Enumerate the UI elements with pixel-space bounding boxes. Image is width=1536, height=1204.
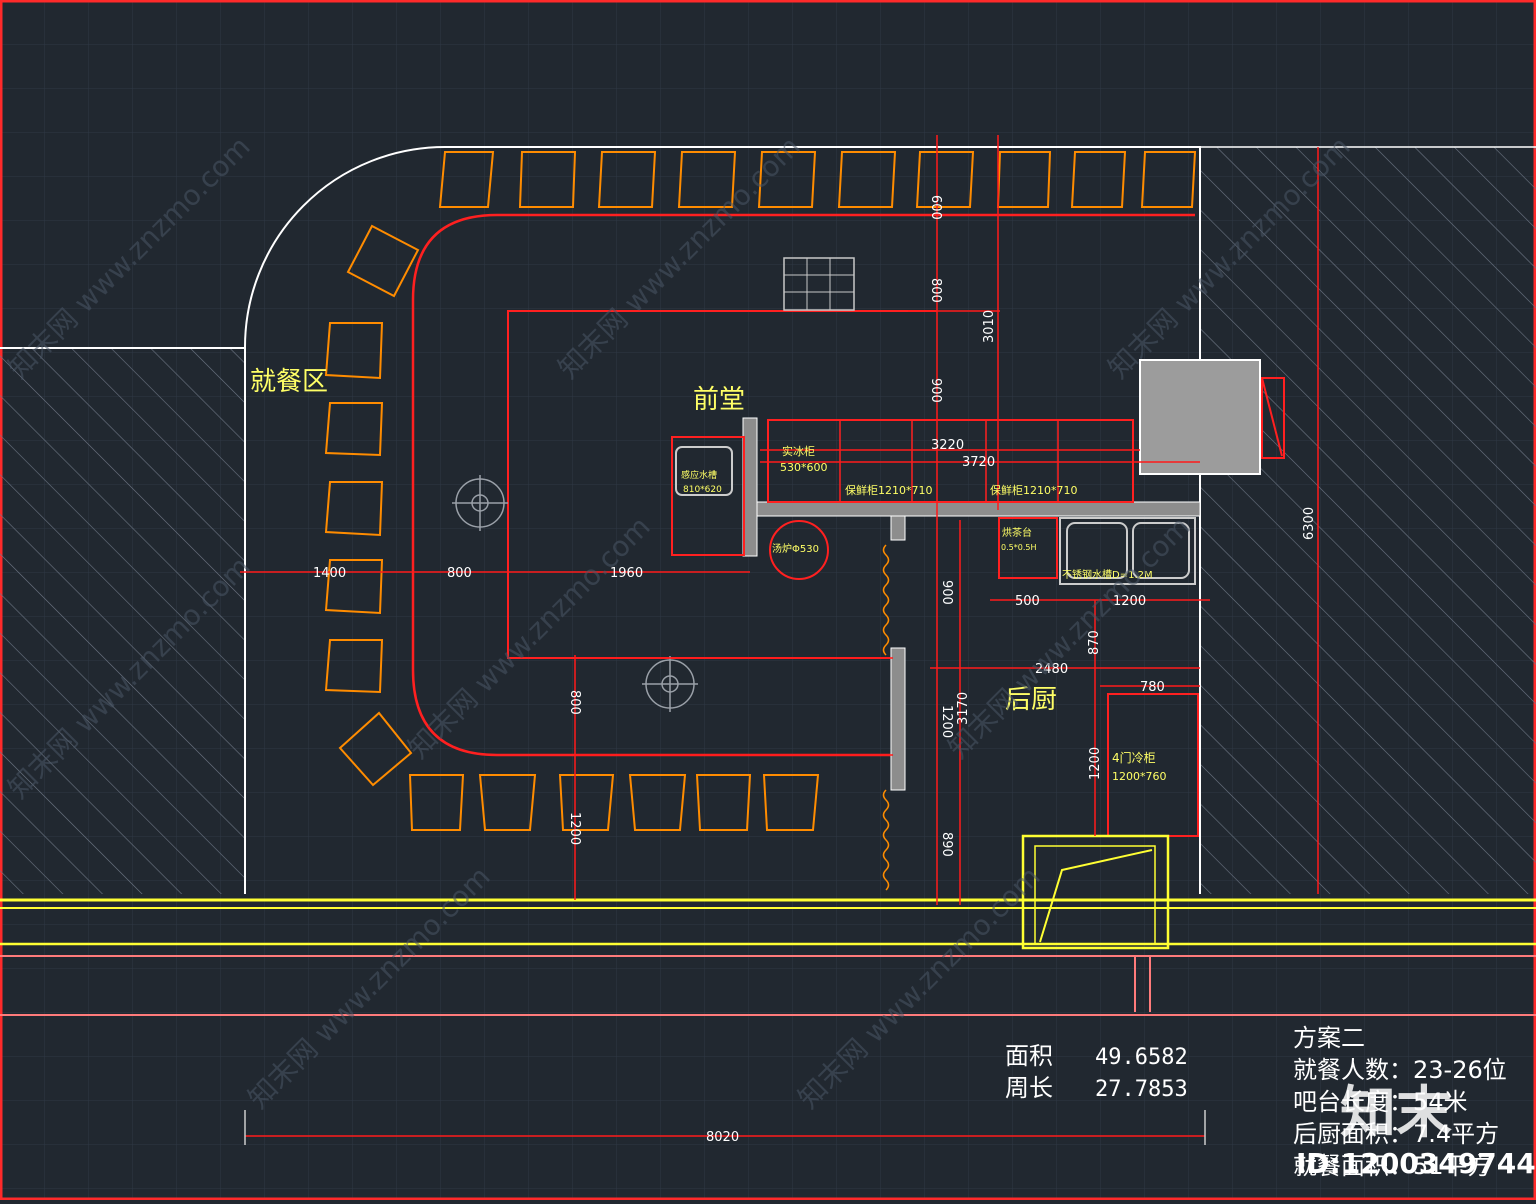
dim-600: 600 <box>928 195 943 220</box>
dimension-lines <box>240 135 1319 1145</box>
dim-3720: 3720 <box>962 455 995 470</box>
pendant-light-1 <box>452 475 508 531</box>
area-value: 49.6582 <box>1095 1045 1188 1070</box>
chair-left-2[interactable] <box>324 402 384 457</box>
chair-bottom-4[interactable] <box>628 774 687 831</box>
label-prep-1: 烘茶台 <box>1002 526 1032 539</box>
label-stove: 汤炉Φ530 <box>772 542 819 555</box>
pendant-light-2 <box>642 656 698 712</box>
dim-1200-v2: 1200 <box>1088 747 1103 780</box>
scheme-title: 方案二 <box>1293 1024 1365 1052</box>
entrance-step <box>1134 956 1151 1012</box>
chair-top-5[interactable] <box>757 151 817 208</box>
chair-top-1[interactable] <box>438 151 495 208</box>
back-counter <box>767 419 1134 503</box>
dim-6300: 6300 <box>1302 507 1317 540</box>
label-fresh-cabinet-b: 保鲜柜1210*710 <box>990 483 1078 497</box>
label-dining-area: 就餐区 <box>250 367 328 397</box>
dim-800-mid: 800 <box>447 566 472 581</box>
dim-500: 500 <box>1015 594 1040 609</box>
chair-bottom-2[interactable] <box>478 774 537 831</box>
dim-3010: 3010 <box>982 310 997 343</box>
chair-top-6[interactable] <box>837 151 897 208</box>
dim-890: 890 <box>939 832 954 857</box>
chair-left-1[interactable] <box>324 322 384 380</box>
window-grid <box>783 257 855 311</box>
chair-top-7[interactable] <box>915 151 975 208</box>
label-front-hall: 前堂 <box>693 385 745 415</box>
partition-wall-c <box>890 515 906 541</box>
dim-800-left: 800 <box>567 690 582 715</box>
label-fridge-2: 1200*760 <box>1112 770 1167 783</box>
chair-top-2[interactable] <box>518 151 577 208</box>
chair-bottom-5[interactable] <box>695 774 752 831</box>
building-outline <box>243 146 1201 894</box>
label-back-kitchen: 后厨 <box>1005 685 1057 715</box>
equipment-outlines <box>671 359 1285 837</box>
label-fresh-cabinet-a: 保鲜柜1210*710 <box>845 483 933 497</box>
chair-corner-top[interactable] <box>346 224 420 298</box>
dim-1200-h: 1200 <box>1113 594 1146 609</box>
chair-bottom-3[interactable] <box>558 774 615 831</box>
dim-800-top: 800 <box>928 278 943 303</box>
perimeter-value: 27.7853 <box>1095 1077 1188 1102</box>
partition-wall-a <box>742 417 758 557</box>
label-sink-2: 810*620 <box>683 485 722 495</box>
hatch-left <box>0 348 245 894</box>
steel-sink-body <box>1059 517 1196 585</box>
kitchen-curtain-upper <box>882 544 890 656</box>
perimeter-label: 周长 <box>1005 1074 1053 1102</box>
scheme-seats: 就餐人数：23-26位 <box>1293 1056 1507 1084</box>
dim-1960: 1960 <box>610 566 643 581</box>
image-id: ID:1200349744 <box>1296 1147 1536 1180</box>
prep-table <box>998 517 1058 579</box>
hatch-right <box>1200 147 1536 894</box>
chair-left-5[interactable] <box>324 639 384 694</box>
chair-bottom-1[interactable] <box>408 774 465 831</box>
sink-cabinet <box>671 436 745 556</box>
label-drink-counter-2: 530*600 <box>780 461 828 474</box>
label-drink-counter-1: 实冰柜 <box>782 444 815 458</box>
bar-counter-outer <box>411 213 1195 757</box>
column-bracket <box>1261 377 1285 459</box>
chairs <box>324 151 1197 831</box>
chair-top-3[interactable] <box>597 151 657 208</box>
logo-mark: 知末 <box>1340 1081 1452 1146</box>
label-sink-1: 感应水槽 <box>681 469 717 481</box>
dim-8020: 8020 <box>706 1130 739 1145</box>
chair-top-9[interactable] <box>1070 151 1127 208</box>
scheme-bar-length: 吧台长度：54米 <box>1293 1088 1468 1116</box>
dim-1200-v1: 1200 <box>939 705 954 738</box>
stove-outline <box>769 520 829 580</box>
scheme-kitchen-area: 后厨面积：7.4平方 <box>1293 1120 1499 1148</box>
chair-corner-bottom[interactable] <box>338 711 413 787</box>
chair-left-3[interactable] <box>324 481 384 537</box>
kitchen-curtain-lower <box>882 789 890 891</box>
dim-900-low: 900 <box>939 580 954 605</box>
dim-3220: 3220 <box>931 438 964 453</box>
area-label: 面积 <box>1005 1042 1053 1070</box>
label-steel-sink: 不锈钢水槽D=1.2M <box>1062 568 1153 581</box>
partition-wall-b <box>756 501 1201 517</box>
label-fridge-1: 4门冷柜 <box>1112 750 1156 765</box>
chair-top-4[interactable] <box>677 151 737 208</box>
label-prep-2: 0.5*0.5H <box>1001 543 1036 552</box>
chair-left-4[interactable] <box>324 559 384 615</box>
chair-top-10[interactable] <box>1140 151 1197 208</box>
dim-870: 870 <box>1087 630 1102 655</box>
dim-1400: 1400 <box>313 566 346 581</box>
column <box>1139 359 1261 475</box>
dim-780: 780 <box>1140 680 1165 695</box>
sink-basin <box>675 446 733 496</box>
partition-wall-d <box>890 647 906 791</box>
dim-3170: 3170 <box>956 692 971 725</box>
dim-2480: 2480 <box>1035 662 1068 677</box>
chair-bottom-6[interactable] <box>762 774 820 831</box>
dim-1200-left: 1200 <box>567 812 582 845</box>
scheme-dining-area: 就餐面积：51平方 <box>1293 1152 1492 1180</box>
dim-900-top: 900 <box>928 378 943 403</box>
